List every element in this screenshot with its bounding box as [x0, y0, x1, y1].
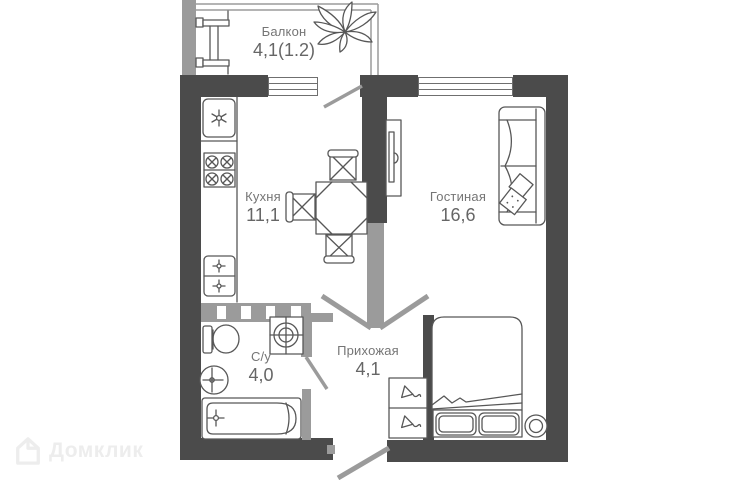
room-label-kitchen: Кухня 11,1 — [245, 189, 281, 226]
balcony-door-swing-icon — [323, 84, 363, 109]
wardrobe-icon — [388, 377, 428, 439]
wall-bathroom-right-upper — [301, 322, 312, 357]
wall-niche-slot — [266, 306, 275, 319]
window-living — [418, 77, 513, 96]
bathtub-icon — [201, 397, 302, 440]
washing-machine-icon — [269, 316, 304, 355]
watermark: Домклик — [14, 435, 143, 467]
wall-bottom-left — [180, 438, 333, 460]
wall-niche-slot — [241, 306, 251, 319]
bathroom-door-swing-icon — [304, 356, 329, 390]
room-name: Прихожая — [337, 343, 399, 358]
wall-niche-slot — [217, 306, 226, 319]
room-name: С/у — [250, 349, 272, 364]
room-name: Кухня — [245, 189, 281, 204]
wall-kitchen-top — [180, 75, 268, 97]
watermark-text: Домклик — [49, 439, 144, 462]
room-label-bathroom: С/у 4,0 — [248, 349, 273, 386]
wall-niche-slot — [291, 306, 301, 319]
sofa-icon — [498, 106, 546, 226]
chair-top-icon — [327, 149, 359, 181]
kitchen-counter — [200, 96, 238, 303]
stool-icon — [524, 414, 548, 438]
room-label-balcony: Балкон 4,1(1.2) — [253, 24, 315, 61]
stove-icon — [203, 152, 236, 188]
room-name: Гостиная — [429, 189, 487, 204]
room-label-hallway: Прихожая 4,1 — [337, 343, 399, 380]
plant-icon — [313, 1, 377, 53]
room-area: 4,1(1.2) — [252, 40, 316, 60]
wall-balcony-left — [182, 0, 196, 75]
hallway-passage-splay-icon — [320, 293, 430, 331]
room-area: 16,6 — [440, 205, 476, 225]
wall-bathroom-top-stub — [311, 313, 333, 322]
wall-hallway-bed — [423, 315, 434, 440]
room-area: 4,0 — [248, 365, 274, 385]
entrance-door-jamb — [327, 445, 335, 454]
balcony-outline — [183, 3, 379, 75]
room-name: Балкон — [261, 24, 307, 39]
brand-logo-icon — [16, 437, 40, 465]
window-kitchen — [268, 77, 318, 96]
hanger-icon — [400, 385, 422, 399]
fridge-icon — [202, 98, 236, 138]
kitchen-sink-icon — [203, 255, 236, 297]
room-label-living: Гостиная 16,6 — [430, 189, 486, 226]
wash-basin-icon — [199, 365, 229, 395]
wall-bottom-right — [387, 440, 568, 462]
dining-table-icon — [315, 181, 368, 235]
drying-rack-icon — [195, 10, 230, 75]
wall-right — [546, 75, 568, 462]
toilet-icon — [202, 324, 240, 354]
hanger-icon — [400, 415, 422, 429]
bed-icon — [431, 316, 523, 438]
wall-kitchen-hall — [367, 223, 384, 328]
wall-left — [180, 75, 201, 460]
room-area: 11,1 — [246, 205, 280, 225]
wall-bathroom-right-lower — [302, 389, 311, 440]
room-area: 4,1 — [355, 359, 381, 379]
wall-living-top-left — [360, 75, 418, 97]
chair-left-icon — [285, 191, 316, 223]
entrance-door-swing-icon — [336, 445, 391, 480]
chair-bottom-icon — [323, 234, 355, 264]
tv-icon — [385, 119, 402, 197]
